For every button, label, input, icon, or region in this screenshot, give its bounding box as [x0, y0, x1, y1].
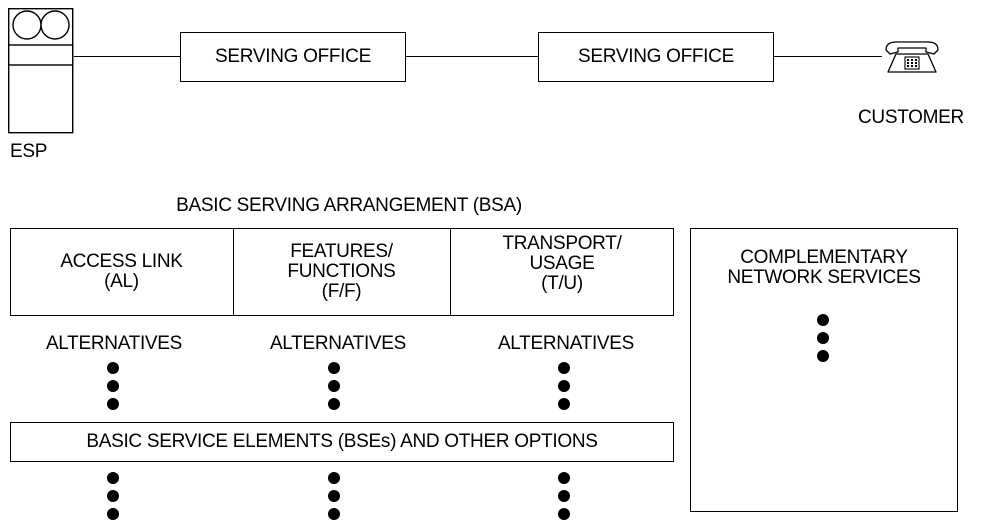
- ellipsis-dot: [328, 398, 340, 410]
- bsa-box: [10, 228, 674, 316]
- access-link-cell: ACCESS LINK (AL): [10, 228, 233, 316]
- alternatives-label-3: ALTERNATIVES: [497, 333, 635, 354]
- ellipsis-dot: [107, 362, 119, 374]
- transport-line-1: TRANSPORT/: [502, 233, 622, 254]
- ellipsis-dot: [558, 472, 570, 484]
- bsa-divider-2: [450, 228, 451, 316]
- complementary-network-services-box: [690, 228, 958, 512]
- esp-equipment-icon: [7, 7, 74, 134]
- access-link-line-2: (AL): [104, 271, 139, 292]
- ellipsis-dot: [328, 362, 340, 374]
- ellipsis-dot: [107, 380, 119, 392]
- serving-office-2: SERVING OFFICE: [538, 32, 774, 82]
- access-link-line-1: ACCESS LINK: [60, 251, 183, 272]
- transport-line-2: USAGE: [529, 253, 595, 274]
- ellipsis-dot: [107, 398, 119, 410]
- ellipsis-dot: [817, 350, 829, 362]
- ellipsis-dot: [558, 398, 570, 410]
- ellipsis-dot: [817, 314, 829, 326]
- telephone-icon: [882, 40, 942, 74]
- ellipsis-dot: [817, 332, 829, 344]
- cns-line-1: COMPLEMENTARY: [740, 247, 908, 268]
- transport-line-3: (T/U): [541, 273, 583, 294]
- esp-label: ESP: [10, 141, 48, 162]
- customer-label: CUSTOMER: [858, 107, 964, 128]
- ellipsis-dot: [107, 490, 119, 502]
- ellipsis-dot: [107, 508, 119, 520]
- serving-office-2-label: SERVING OFFICE: [578, 46, 734, 67]
- link-esp-office1: [74, 56, 180, 57]
- ellipsis-dot: [328, 490, 340, 502]
- ellipsis-dot: [558, 380, 570, 392]
- ellipsis-dot: [558, 508, 570, 520]
- bsa-title: BASIC SERVING ARRANGEMENT (BSA): [176, 195, 522, 216]
- bse-box: BASIC SERVICE ELEMENTS (BSEs) AND OTHER …: [10, 422, 674, 462]
- bsa-divider-1: [233, 228, 234, 316]
- ellipsis-dot: [328, 380, 340, 392]
- complementary-network-services-label: COMPLEMENTARY NETWORK SERVICES: [690, 248, 958, 288]
- features-line-2: FUNCTIONS: [287, 261, 396, 282]
- features-cell: FEATURES/ FUNCTIONS (F/F): [233, 228, 450, 316]
- features-line-3: (F/F): [321, 281, 362, 302]
- serving-office-1-label: SERVING OFFICE: [215, 46, 371, 67]
- ellipsis-dot: [328, 472, 340, 484]
- alternatives-label-1: ALTERNATIVES: [45, 333, 183, 354]
- link-office2-customer: [774, 56, 882, 57]
- transport-cell: TRANSPORT/ USAGE (T/U): [450, 228, 674, 316]
- ellipsis-dot: [558, 362, 570, 374]
- ellipsis-dot: [558, 490, 570, 502]
- ellipsis-dot: [107, 472, 119, 484]
- serving-office-1: SERVING OFFICE: [180, 32, 406, 82]
- alternatives-label-2: ALTERNATIVES: [269, 333, 407, 354]
- features-line-1: FEATURES/: [290, 241, 393, 262]
- cns-line-2: NETWORK SERVICES: [727, 267, 921, 288]
- bse-label: BASIC SERVICE ELEMENTS (BSEs) AND OTHER …: [86, 431, 598, 452]
- ellipsis-dot: [328, 508, 340, 520]
- link-office1-office2: [406, 56, 538, 57]
